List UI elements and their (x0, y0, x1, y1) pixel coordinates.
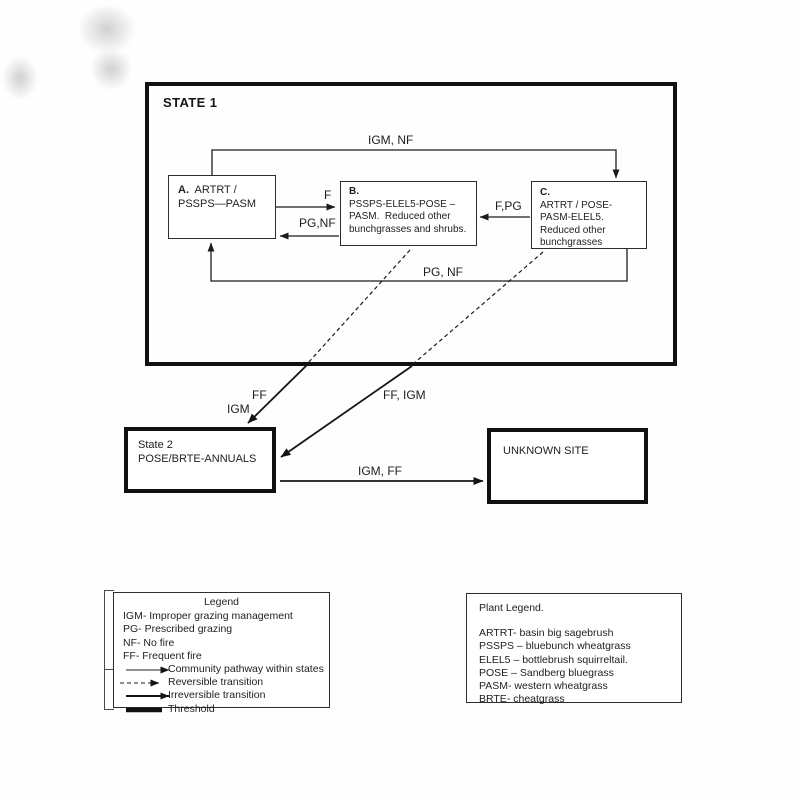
legend-row-threshold: Threshold (114, 703, 329, 716)
state2-name: POSE/BRTE-ANNUALS (138, 453, 257, 465)
unknown-site-box: UNKNOWN SITE (487, 428, 648, 504)
legend-row-irreversible: Irreversible transition (114, 689, 329, 702)
phase-box-a: A. ARTRT / PSSPS—PASM (168, 175, 276, 239)
thick-line-icon (126, 707, 162, 712)
legend-abbrev-igm: IGM- Improper grazing management (123, 610, 293, 623)
phase-a-id: A. (178, 184, 189, 196)
legend-box: Legend IGM- Improper grazing management … (113, 592, 330, 715)
phase-a-text: A. ARTRT / (178, 184, 237, 196)
state1-title: STATE 1 (163, 95, 218, 110)
transition-label-igm-ff: IGM, FF (358, 464, 402, 478)
legend-row-reversible: Reversible transition (114, 676, 329, 689)
phase-b-id: B. (349, 186, 359, 197)
pathway-label-igm-nf: IGM, NF (368, 133, 414, 147)
plant-entry-elel5: ELEL5 – bottlebrush squirreltail. (479, 653, 628, 666)
phase-box-b: B. PSSPS-ELEL5-POSE – PASM. Reduced othe… (340, 181, 477, 246)
legend-bracket-line (104, 590, 105, 710)
legend-bracket-tick (104, 669, 114, 670)
plant-entry-pssps: PSSPS – bluebunch wheatgrass (479, 640, 631, 653)
state2-box: State 2 POSE/BRTE-ANNUALS (124, 427, 276, 493)
pathway-label-f-pg: F,PG (495, 199, 522, 213)
unknown-site-title: UNKNOWN SITE (503, 445, 589, 457)
pathway-label-pg-nf: PG,NF (299, 216, 336, 230)
transition-label-ff-igm: FF, IGM (383, 388, 426, 402)
phase-c-id: C. (540, 187, 550, 198)
solid-arrow-icon (126, 692, 170, 700)
thin-arrow-icon (126, 666, 170, 674)
legend-row-community-pathway: Community pathway within states (114, 663, 329, 676)
pathway-label-f: F (324, 188, 332, 202)
legend-bracket-tick (104, 709, 114, 710)
legend-abbrev-nf: NF- No fire (123, 636, 175, 649)
plant-entry-pose: POSE – Sandberg bluegrass (479, 666, 614, 679)
transition-label-ff: FF (252, 388, 267, 402)
scan-smudge (90, 48, 132, 90)
state2-title: State 2 (138, 439, 173, 451)
plant-entry-brte: BRTE- cheatgrass (479, 693, 565, 706)
scan-smudge (78, 4, 136, 54)
state1-box: STATE 1 (145, 82, 677, 366)
phase-box-c: C. ARTRT / POSE- PASM-ELEL5. Reduced oth… (531, 181, 647, 249)
scan-smudge (2, 56, 38, 100)
plant-entry-artrt: ARTRT- basin big sagebrush (479, 627, 614, 640)
legend-title: Legend (203, 596, 240, 608)
pathway-label-pg-nf-return: PG, NF (423, 265, 464, 279)
legend-bracket-tick (104, 590, 114, 591)
legend-abbrev-pg: PG- Prescribed grazing (123, 623, 233, 636)
legend-abbrev-ff: FF- Frequent fire (123, 649, 202, 662)
transition-label-igm: IGM (227, 402, 250, 416)
plant-legend-title: Plant Legend. (479, 602, 544, 614)
dashed-arrow-icon (120, 679, 160, 687)
plant-legend-box: Plant Legend. ARTRT- basin big sagebrush… (466, 593, 682, 706)
plant-entry-pasm: PASM- western wheatgrass (479, 680, 608, 693)
